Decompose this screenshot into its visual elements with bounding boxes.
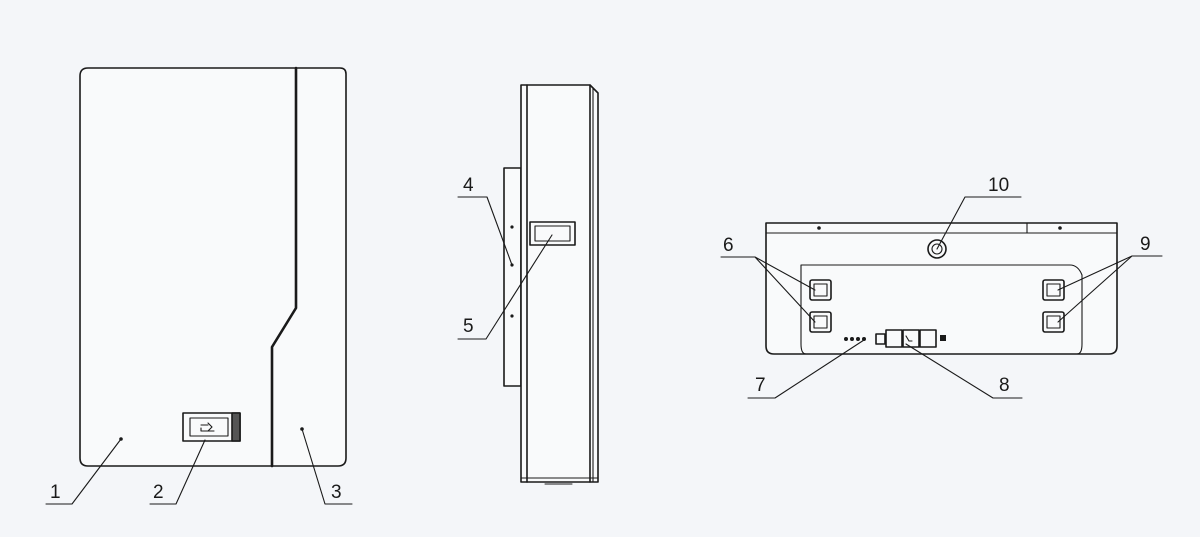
side-handle (529, 221, 576, 246)
front-cover-seam (270, 66, 298, 468)
bottom-view (765, 222, 1118, 355)
connector-panel (800, 264, 1083, 355)
round-connector-inner (931, 243, 943, 255)
side-housing-outline (520, 84, 599, 483)
wall-bracket (503, 167, 522, 387)
callout-8: 8 (905, 343, 1023, 399)
callout-label-7: 7 (755, 375, 766, 396)
bracket-hole (510, 225, 514, 229)
callout-label-4: 4 (463, 175, 474, 196)
side-view (503, 84, 599, 485)
callout-label-9: 9 (1140, 234, 1151, 255)
port-mark (940, 335, 946, 341)
bracket-hole (510, 314, 514, 318)
terminal-right-bottom (1042, 311, 1065, 333)
terminal-left-bottom (809, 311, 832, 333)
callout-2: 2 (149, 439, 206, 505)
screw-point (1058, 226, 1062, 230)
callout-4: 4 (457, 175, 513, 266)
callout-10: 10 (936, 175, 1022, 250)
callout-6: 6 (720, 235, 816, 323)
front-view (79, 66, 347, 468)
comm-ports (875, 329, 946, 348)
callout-3: 3 (301, 428, 353, 505)
front-switch-inner (189, 417, 229, 437)
callout-label-3: 3 (331, 482, 342, 503)
callout-7: 7 (747, 339, 865, 399)
callout-label-6: 6 (723, 235, 734, 256)
bottom-housing-outline (765, 222, 1118, 355)
switch-symbol (200, 422, 215, 432)
front-switch-side (231, 412, 241, 442)
callout-label-8: 8 (999, 375, 1010, 396)
callout-label-1: 1 (50, 482, 61, 503)
callout-5: 5 (457, 234, 553, 340)
callout-label-10: 10 (988, 175, 1009, 196)
screw-point (817, 226, 821, 230)
callout-1: 1 (45, 438, 122, 505)
terminal-left-top (809, 279, 832, 301)
callout-label-5: 5 (463, 316, 474, 337)
callout-label-2: 2 (153, 482, 164, 503)
callout-9: 9 (1057, 234, 1163, 323)
side-handle-inner (534, 225, 571, 242)
front-housing-outline (79, 67, 347, 467)
terminal-right-top (1042, 279, 1065, 301)
